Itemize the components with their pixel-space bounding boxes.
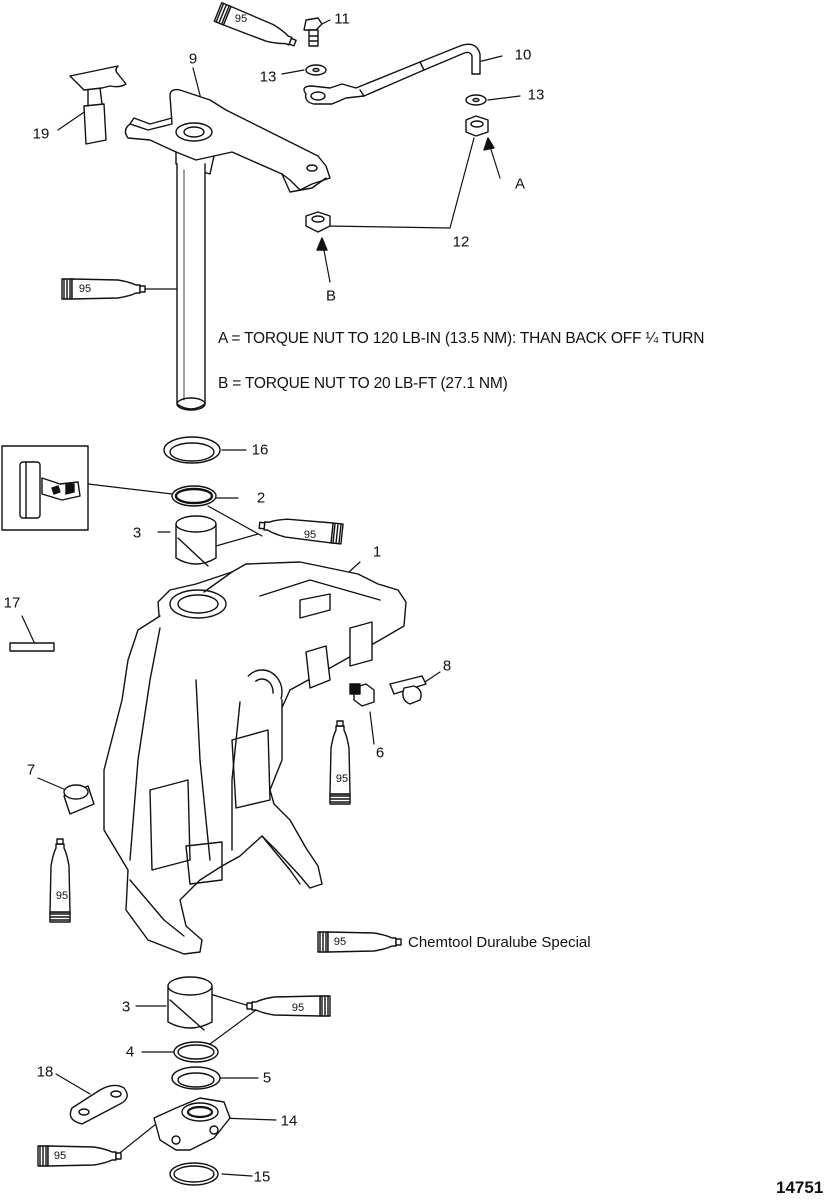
- callout-17: 17: [3, 594, 21, 612]
- note-torque-b: B = TORQUE NUT TO 20 LB-FT (27.1 NM): [218, 375, 508, 392]
- item-18-plate: [69, 1084, 128, 1125]
- item-1-swivel-bracket: [103, 561, 407, 955]
- callout-11: 11: [334, 10, 350, 28]
- callout-14: 14: [280, 1112, 298, 1130]
- tube-item-14: [37, 1145, 122, 1167]
- callout-8: 8: [442, 657, 452, 675]
- item-3-bushing-lower: [167, 976, 213, 1031]
- arrow-a: [483, 137, 495, 151]
- tube-item-7: [49, 838, 71, 923]
- callout-3-lower: 3: [121, 998, 131, 1016]
- callout-15: 15: [253, 1168, 271, 1186]
- callout-7: 7: [26, 761, 36, 779]
- callout-a: A: [514, 175, 526, 193]
- item-16-ring: [163, 436, 221, 464]
- item-2-seal: [171, 485, 217, 507]
- item-5-ring: [171, 1066, 221, 1090]
- item-8-bolt: [389, 675, 427, 705]
- legend-tube: [317, 931, 402, 953]
- tube-code-steering: 95: [78, 283, 92, 295]
- callout-5: 5: [262, 1069, 272, 1087]
- item-11-bolt: [303, 17, 323, 47]
- callout-16: 16: [251, 441, 269, 459]
- tube-code-legend: 95: [333, 936, 347, 948]
- item-13-washer-lower: [465, 94, 487, 106]
- callout-b: B: [325, 287, 337, 305]
- item-12-nut-b: [305, 211, 331, 233]
- callout-13-upper: 13: [259, 68, 277, 86]
- item-3-bushing-upper: [175, 515, 217, 567]
- tube-code-item-3: 95: [291, 1002, 305, 1014]
- callout-3-upper: 3: [132, 524, 142, 542]
- item-12-nut-a: [465, 115, 489, 137]
- item-6-fitting: [349, 683, 375, 707]
- callout-2: 2: [256, 489, 266, 507]
- item-7-bushing: [63, 784, 95, 815]
- item-9-tube: [176, 163, 206, 411]
- tube-code-item-7: 95: [55, 890, 69, 902]
- tube-item-6: [329, 720, 351, 805]
- tube-code-item-14: 95: [53, 1150, 67, 1162]
- item-13-washer-upper: [305, 64, 327, 76]
- callout-1: 1: [372, 543, 382, 561]
- note-torque-a: A = TORQUE NUT TO 120 LB-IN (13.5 NM): T…: [218, 330, 705, 347]
- callout-4: 4: [125, 1043, 135, 1061]
- tube-steering-tube: [61, 278, 146, 300]
- tube-code-item-2: 95: [303, 529, 317, 541]
- callout-13-lower: 13: [527, 86, 545, 104]
- tube-item-3-lower: [246, 995, 331, 1017]
- callout-6: 6: [375, 744, 385, 762]
- item-19-plate: [69, 65, 127, 145]
- legend-lubricant-name: Chemtool Duralube Special: [408, 934, 591, 951]
- item-14-yoke: [153, 1097, 231, 1151]
- callout-19: 19: [32, 125, 50, 143]
- item-10-link-rod: [303, 43, 481, 105]
- tube-code-item-6: 95: [335, 773, 349, 785]
- tube-code-top: 95: [234, 13, 248, 25]
- tube-item-2: [257, 514, 344, 545]
- figure-number: 14751: [776, 1178, 824, 1197]
- callout-18: 18: [36, 1063, 54, 1081]
- item-17-strip: [9, 642, 55, 652]
- seal-detail-inset: [1, 445, 89, 531]
- arrow-b: [316, 237, 328, 251]
- tube-top: [213, 2, 300, 54]
- callout-10: 10: [514, 46, 532, 64]
- item-15-ring: [169, 1162, 219, 1186]
- callout-12: 12: [452, 233, 470, 251]
- callout-9: 9: [188, 50, 198, 68]
- item-9-steering-arm: [124, 88, 331, 193]
